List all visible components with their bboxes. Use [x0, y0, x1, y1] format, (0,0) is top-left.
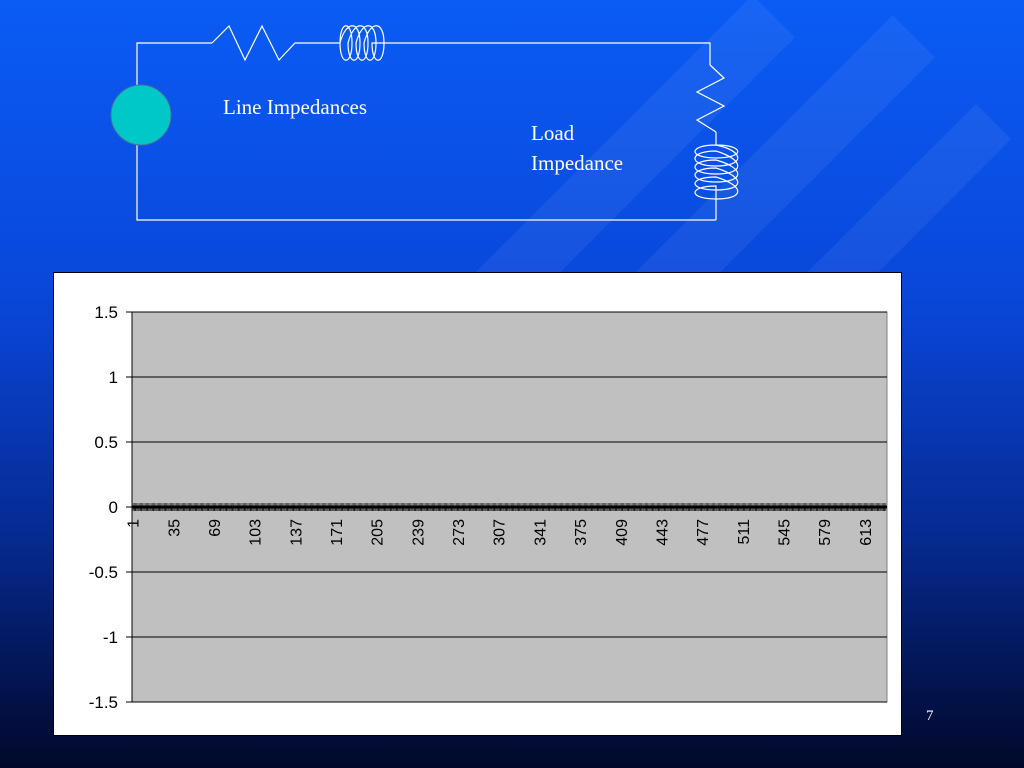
bottom-wire [136, 145, 716, 221]
x-tick-label: 307 [492, 519, 509, 546]
x-tick-label: 1 [126, 519, 143, 528]
y-tick-label: 1 [109, 368, 118, 387]
series-markers [131, 503, 887, 511]
load-resistor [695, 64, 726, 133]
series-group [131, 503, 887, 511]
x-tick-label: 511 [736, 519, 753, 545]
load-label-line2: Impedance [531, 151, 624, 175]
circuit-diagram [110, 24, 739, 221]
y-tick-label: -0.5 [89, 563, 118, 582]
top-wire-left [136, 42, 212, 85]
y-tick-label: -1 [103, 628, 118, 647]
y-tick-label: 1.5 [94, 303, 118, 322]
chart-panel: 1.5 1 0.5 0 -0.5 -1 -1.5 1 35 69 103 137 171 205 239 2… [53, 272, 902, 736]
x-tick-label: 477 [695, 519, 712, 546]
load-inductor [694, 132, 739, 220]
x-tick-label: 613 [858, 519, 875, 546]
x-tick-label: 69 [207, 519, 224, 537]
x-tick-label: 409 [614, 519, 631, 546]
load-impedance-label: Load Impedance [531, 118, 623, 178]
x-tick-label: 35 [166, 519, 183, 537]
x-tick-label: 205 [370, 519, 387, 546]
x-tick-label: 545 [777, 519, 794, 546]
x-tick-label: 239 [410, 519, 427, 546]
line-inductor [330, 25, 395, 61]
x-tick-label: 375 [573, 519, 590, 546]
page-number: 7 [926, 708, 934, 724]
load-label-line1: Load [531, 121, 575, 145]
circuit-wires [136, 24, 739, 221]
y-tick-label: 0.5 [94, 433, 118, 452]
gridlines [132, 311, 887, 703]
x-tick-label: 103 [248, 519, 265, 546]
line-chart: 1.5 1 0.5 0 -0.5 -1 -1.5 1 35 69 103 137 171 205 239 2… [89, 303, 888, 712]
y-axis: 1.5 1 0.5 0 -0.5 -1 -1.5 [89, 303, 133, 712]
x-tick-label: 341 [532, 519, 549, 546]
x-tick-label: 443 [654, 519, 671, 546]
x-tick-label: 171 [329, 519, 346, 546]
y-tick-label: 0 [109, 498, 118, 517]
x-tick-label: 273 [451, 519, 468, 546]
voltage-source [110, 84, 172, 146]
line-impedances-label: Line Impedances [223, 95, 368, 119]
x-tick-label: 579 [817, 519, 834, 546]
top-wire-right [395, 42, 711, 65]
y-tick-label: -1.5 [89, 693, 118, 712]
line-resistor [211, 24, 330, 62]
x-tick-label: 137 [288, 519, 305, 546]
